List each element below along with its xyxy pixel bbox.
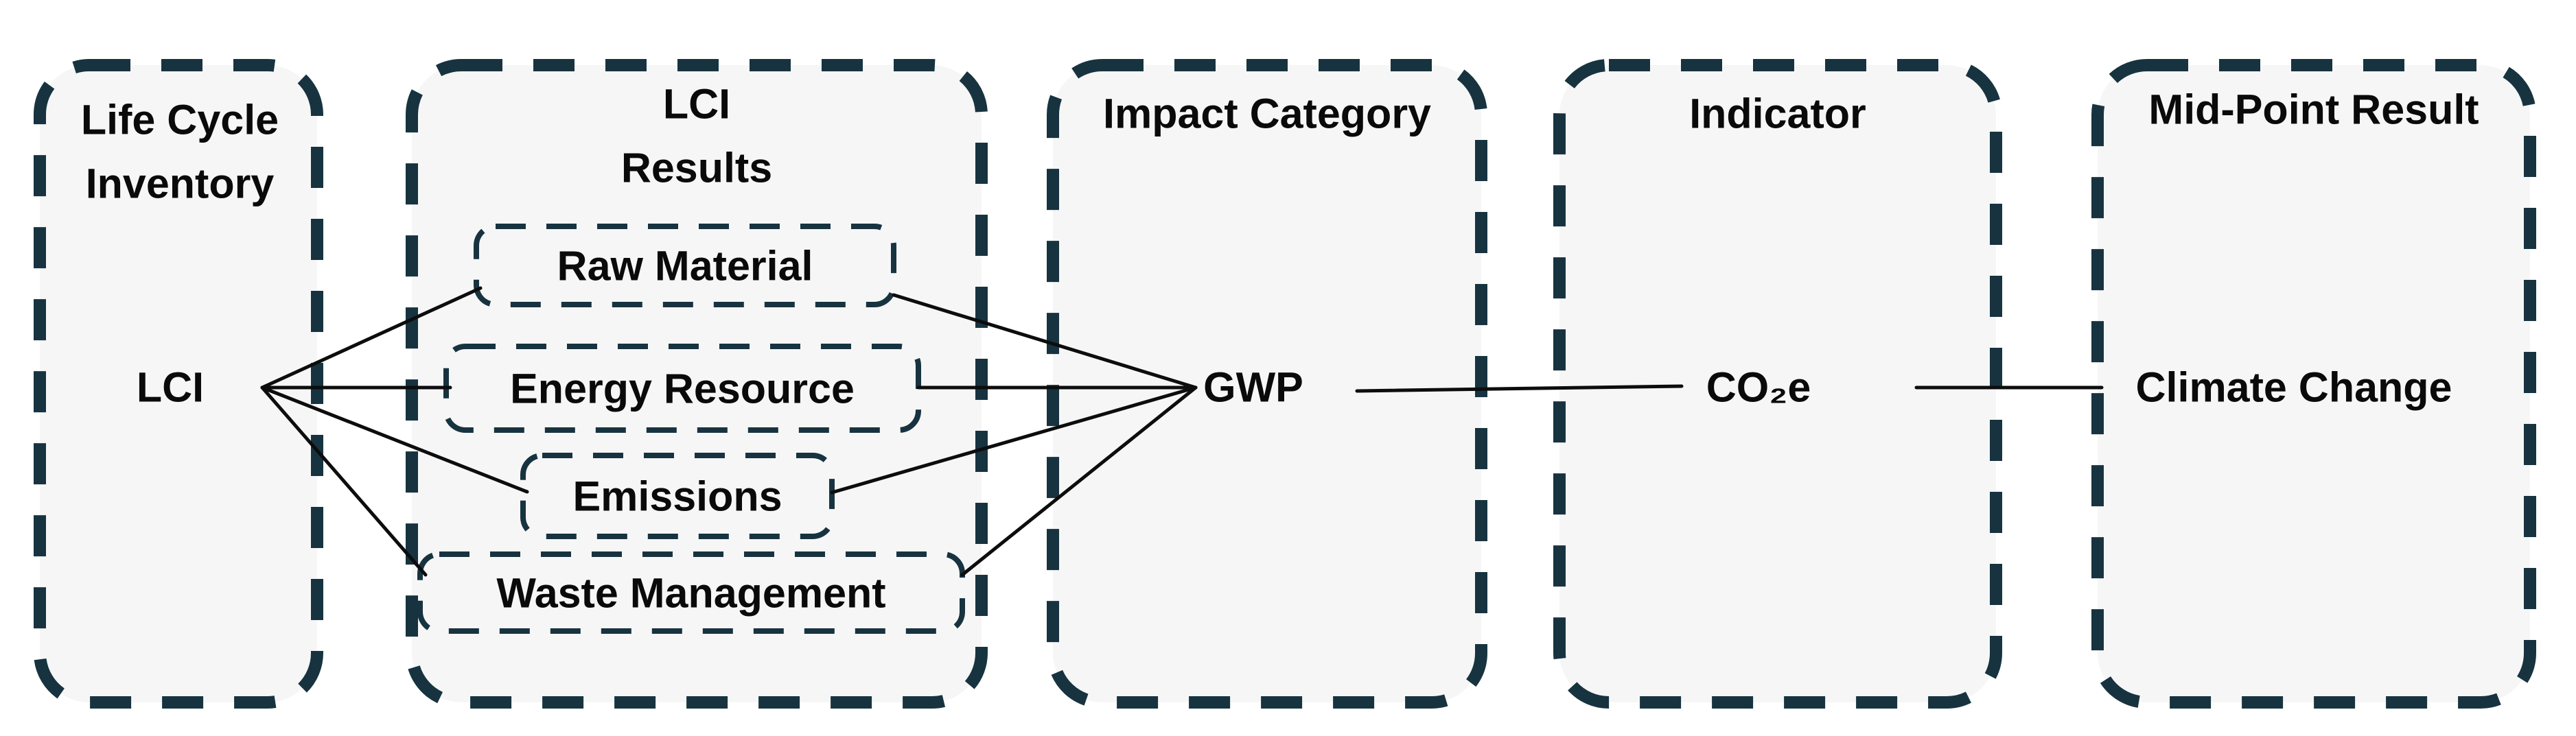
lci-result-boxes [417,224,965,634]
panel5-title: Mid-Point Result [2148,86,2479,133]
connector-waste-management-to-gwp [960,385,1198,577]
panel1-title-line2: Inventory [85,160,275,207]
raw-material-label: Raw Material [557,242,813,289]
panel1-title-line1: Life Cycle [80,96,279,143]
lci-node-label: LCI [136,364,205,411]
connector-emissions-to-gwp [830,385,1198,495]
panel2-title-line1: LCI [662,80,731,128]
panel2-title-line2: Results [620,144,773,191]
panel-impact-category [1047,59,1487,709]
connector-lci-to-waste-management [260,385,428,577]
connectors [260,286,2104,577]
panel3-title: Impact Category [1103,90,1431,137]
gwp-node-label: GWP [1203,364,1303,411]
connector-lci-to-raw-material [260,286,483,390]
energy-resource-label: Energy Resource [510,365,855,412]
connector-lci-to-emissions [260,385,529,494]
box-waste-management [417,551,965,634]
connector-raw-material-to-gwp [892,293,1198,390]
panel-mid-point-result [2091,59,2536,709]
panel4-title: Indicator [1689,90,1866,137]
climate-change-node-label: Climate Change [2135,364,2452,411]
box-raw-material [474,224,896,307]
box-emissions [520,453,835,539]
panel-indicator [1553,59,2002,709]
connector-gwp-to-co2e [1355,384,1684,393]
co2e-node-label: CO₂e [1706,364,1811,411]
waste-management-label: Waste Management [496,569,886,617]
emissions-label: Emissions [572,473,782,520]
panel-life-cycle-inventory [34,59,323,709]
